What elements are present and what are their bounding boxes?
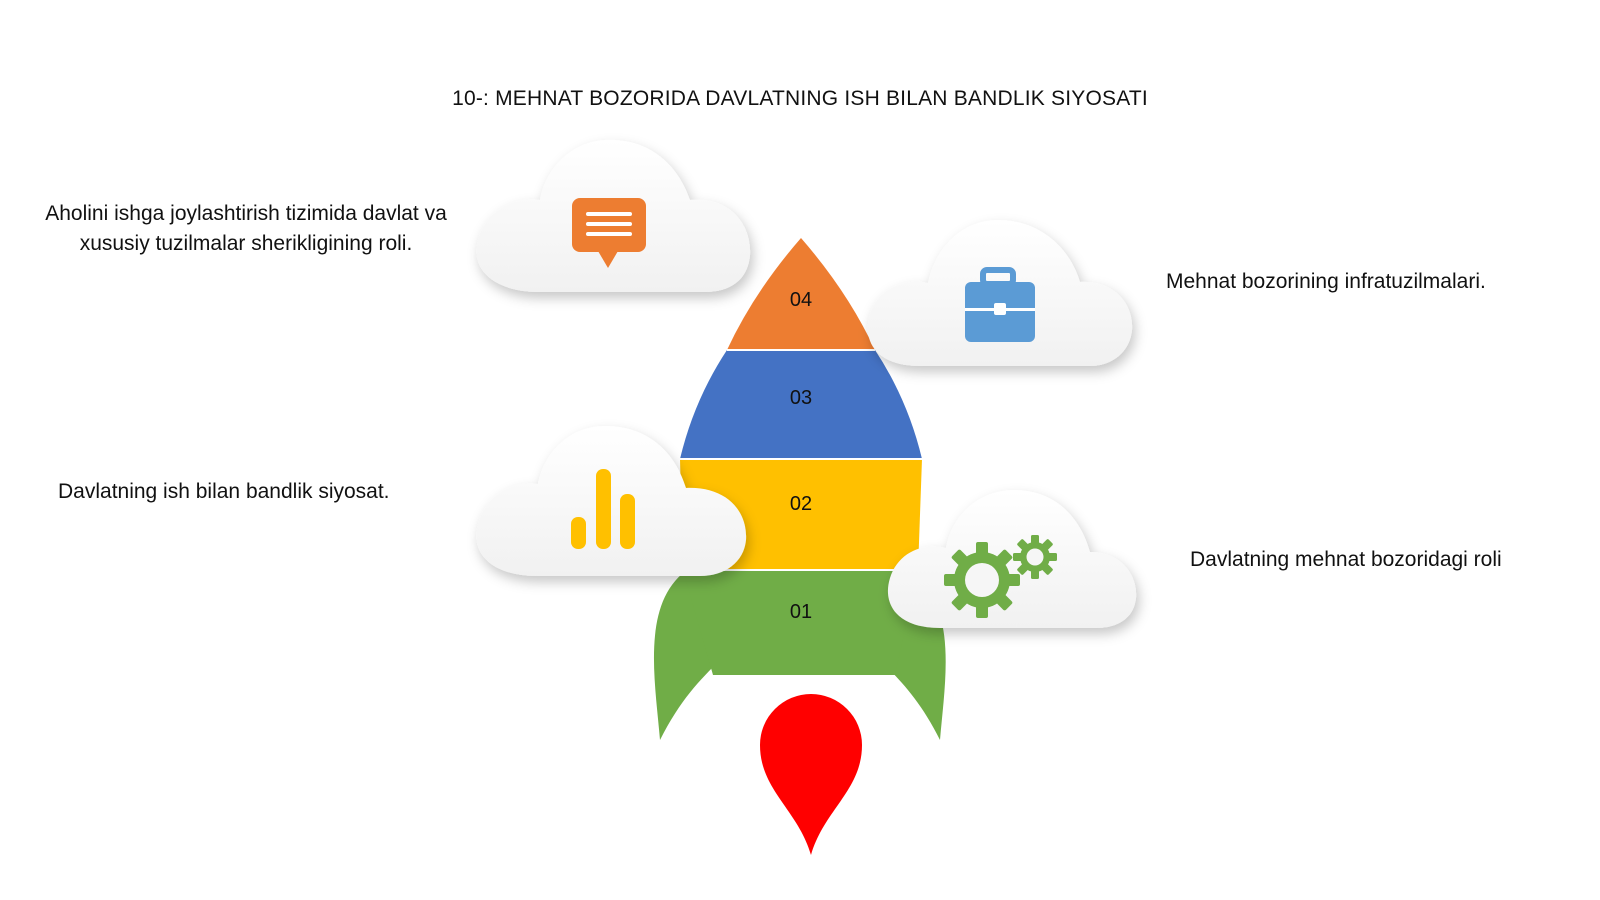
caption-top-right: Mehnat bozorining infratuzilmalari. xyxy=(1166,270,1486,293)
rocket-flame xyxy=(760,694,862,855)
chat-bubble-icon xyxy=(572,198,646,268)
caption-middle-left: Davlatning ish bilan bandlik siyosat. xyxy=(58,480,390,503)
slide-title: 10-: MEHNAT BOZORIDA DAVLATNING ISH BILA… xyxy=(452,87,1148,110)
bar-chart-icon xyxy=(571,469,635,549)
stage-number-03: 03 xyxy=(790,387,812,409)
caption-top-left: Aholini ishga joylashtirish tizimida dav… xyxy=(45,202,447,255)
stage-03-segment xyxy=(680,350,922,459)
stage-01-segment xyxy=(683,570,918,675)
briefcase-icon xyxy=(965,267,1035,342)
cloud-middle-left xyxy=(476,426,747,576)
stage-number-04: 04 xyxy=(790,289,812,311)
caption-bottom-right: Davlatning mehnat bozoridagi roli xyxy=(1190,548,1502,571)
stage-04-segment xyxy=(727,238,875,350)
stage-number-01: 01 xyxy=(790,601,812,623)
gears-icon xyxy=(944,535,1057,618)
cloud-bottom-right xyxy=(887,490,1137,628)
stage-number-02: 02 xyxy=(790,493,812,515)
